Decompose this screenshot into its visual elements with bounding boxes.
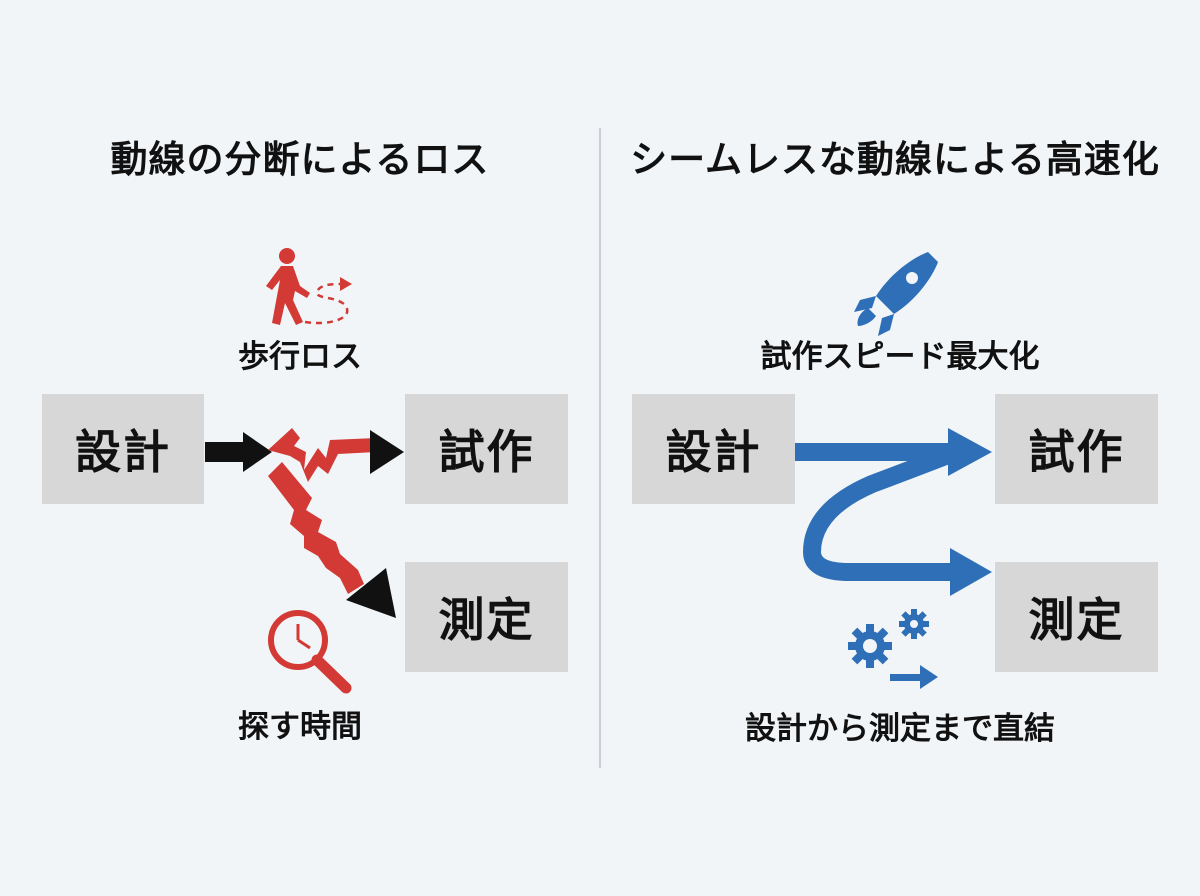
- right-panel-title: シームレスな動線による高速化: [630, 138, 1160, 181]
- measure-entry-arrowhead: [346, 568, 396, 618]
- right-prototype-label: 試作: [1028, 425, 1125, 479]
- left-prototype-box: 試作: [405, 394, 568, 504]
- broken-flow-upper: [268, 428, 376, 482]
- dashed-path-icon: [304, 282, 349, 325]
- right-design-label: 設計: [665, 425, 762, 479]
- clock-magnifier-icon: [268, 610, 352, 694]
- right-measure-label: 測定: [1028, 593, 1125, 647]
- left-panel-title: 動線の分断によるロス: [110, 138, 490, 181]
- panel-divider: [599, 128, 601, 768]
- left-design-label: 設計: [75, 425, 171, 479]
- search-time-caption: 探す時間: [238, 709, 362, 745]
- design-exit-arrow: [205, 432, 272, 472]
- broken-flow-diagonal: [268, 462, 364, 594]
- rocket-icon: [854, 252, 938, 336]
- left-measure-label: 測定: [438, 593, 535, 647]
- seamless-flow: [795, 428, 992, 596]
- right-measure-box: 測定: [995, 562, 1158, 672]
- walking-person-icon: [266, 248, 310, 325]
- walking-loss-caption: 歩行ロス: [238, 339, 362, 375]
- prototype-entry-arrowhead: [370, 430, 404, 474]
- left-prototype-label: 試作: [438, 425, 535, 479]
- speed-maximize-caption: 試作スピード最大化: [760, 339, 1040, 375]
- left-measure-box: 測定: [405, 562, 568, 672]
- gears-arrow-icon: [848, 609, 938, 689]
- right-prototype-box: 試作: [995, 394, 1158, 504]
- left-design-box: 設計: [42, 394, 204, 504]
- right-design-box: 設計: [632, 394, 795, 504]
- direct-link-caption: 設計から測定まで直結: [745, 711, 1055, 747]
- dashed-path-arrowhead: [340, 277, 352, 291]
